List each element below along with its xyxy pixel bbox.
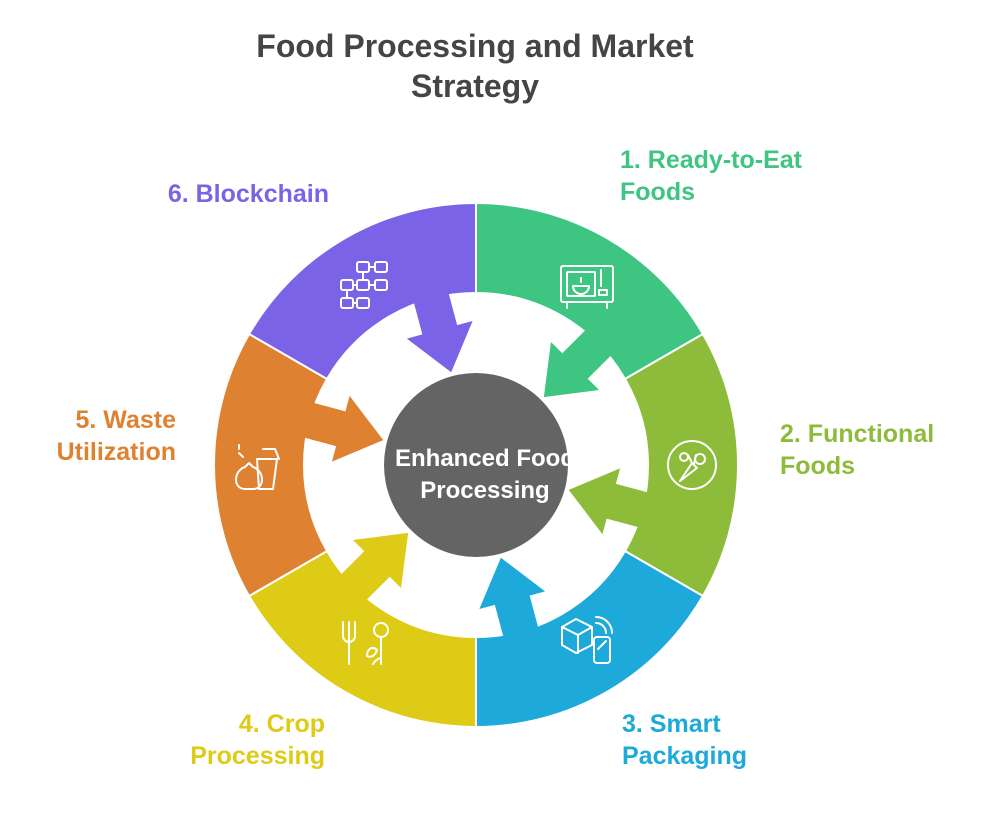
label-blockchain-line-1: 6. Blockchain [167, 180, 329, 208]
center-label-line-2: Processing [420, 477, 550, 504]
label-blockchain: 6. Blockchain [168, 178, 329, 210]
label-waste-utilization: 5. Waste Utilization [57, 404, 176, 468]
arrow-functional-foods [568, 468, 674, 535]
arrow-ready-to-eat [543, 310, 631, 398]
vegetable-icon [667, 440, 717, 490]
center-label: Enhanced Food Processing [380, 443, 590, 507]
waste-bag-icon [235, 444, 280, 490]
blockchain-icon [340, 261, 388, 309]
label-ready-to-eat-line-2: Foods [620, 178, 695, 206]
label-waste-utilization-line-1: 5. Waste [75, 406, 176, 434]
crop-icon [342, 621, 389, 665]
arrow-waste-utilization [278, 395, 384, 462]
label-functional-foods-line-2: Foods [780, 452, 855, 480]
label-functional-foods: 2. Functional Foods [780, 418, 934, 482]
label-crop-processing: 4. Crop Processing [190, 708, 325, 772]
label-crop-processing-line-2: Processing [190, 742, 325, 770]
microwave-icon [560, 265, 614, 309]
smart-package-icon [561, 616, 613, 664]
arrow-smart-packaging [479, 557, 546, 663]
segment-functional-foods [623, 332, 739, 598]
segment-waste-utilization [213, 332, 329, 598]
center-label-line-1: Enhanced Food [395, 445, 575, 472]
label-functional-foods-line-1: 2. Functional [780, 420, 935, 448]
label-crop-processing-line-1: 4. Crop [238, 710, 325, 738]
label-waste-utilization-line-2: Utilization [56, 438, 176, 466]
label-ready-to-eat-line-1: 1. Ready-to-Eat [620, 146, 802, 174]
arrow-group [278, 267, 674, 663]
arrow-crop-processing [321, 532, 409, 620]
label-ready-to-eat: 1. Ready-to-Eat Foods [620, 144, 802, 208]
diagram-title: Food Processing and Market Strategy [175, 26, 775, 106]
label-smart-packaging-line-1: 3. Smart [622, 710, 721, 738]
label-smart-packaging: 3. Smart Packaging [622, 708, 747, 772]
label-smart-packaging-line-2: Packaging [622, 742, 748, 770]
arrow-blockchain [406, 267, 473, 373]
center-hub [384, 373, 568, 557]
title-line-1: Food Processing and Market [256, 28, 694, 64]
title-line-2: Strategy [410, 68, 540, 104]
